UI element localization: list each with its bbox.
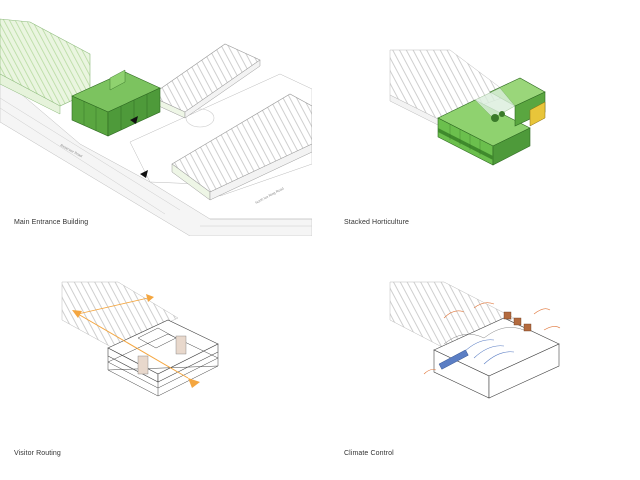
entrance-arrow-icon: [130, 116, 138, 124]
caption-visitor-routing: Visitor Routing: [14, 450, 61, 457]
climate-control-diagram: [389, 281, 561, 399]
panel-climate-control: [384, 278, 574, 408]
cool-airflow: [463, 339, 515, 365]
reservoir-road: [0, 75, 312, 236]
visitor-routing-diagram: [61, 281, 219, 397]
heater-unit: [513, 317, 522, 326]
main-entrance-diagram: Reservoir Road North Ice Ring Road: [0, 14, 312, 236]
route-arrow-icon: [146, 294, 154, 302]
main-entrance-building: [71, 69, 161, 137]
heater-unit: [503, 311, 512, 320]
stacked-horticulture-diagram: [389, 49, 546, 166]
layered-building: [107, 319, 219, 397]
panel-main-entrance: Reservoir Road North Ice Ring Road: [0, 14, 312, 236]
stacked-building: [437, 77, 546, 166]
route-arrow-icon: [72, 310, 82, 318]
panel-stacked-horticulture: [380, 40, 580, 190]
climate-building: [433, 311, 560, 399]
caption-stacked-horticulture: Stacked Horticulture: [344, 219, 410, 226]
heater-unit: [523, 323, 532, 332]
visitor-route: [72, 294, 200, 388]
route-arrow-icon: [188, 378, 200, 388]
cooling-unit: [438, 349, 469, 370]
warm-airflow: [423, 302, 561, 375]
caption-main-entrance: Main Entrance Building: [14, 219, 89, 226]
entrance-arrow-icon: [140, 170, 148, 178]
caption-climate-control: Climate Control: [344, 450, 394, 457]
panel-visitor-routing: [58, 278, 228, 408]
